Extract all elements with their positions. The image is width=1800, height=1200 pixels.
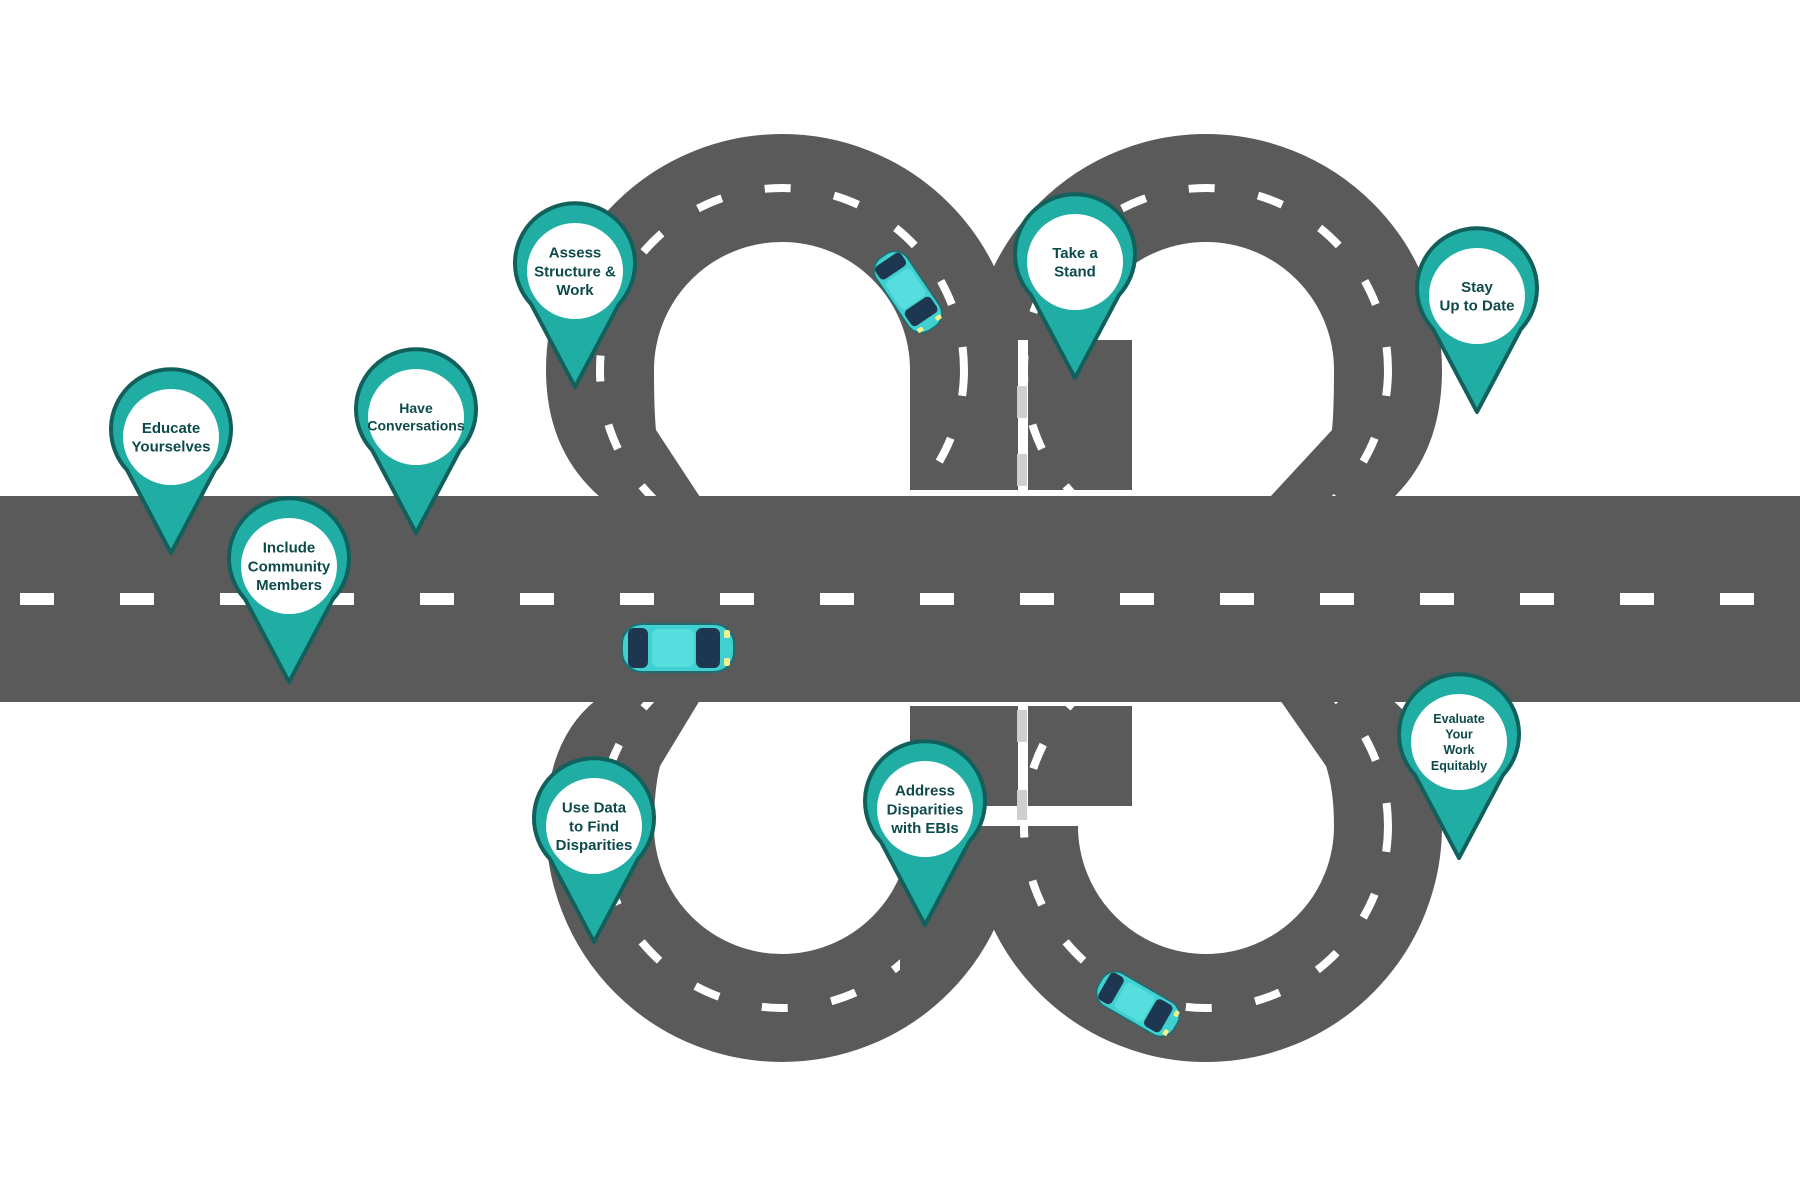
pin-label-line: Structure & xyxy=(534,263,616,280)
pin-label-line: Stand xyxy=(1054,264,1096,281)
pin-face xyxy=(1027,214,1123,310)
pin-label-line: to Find xyxy=(569,818,619,835)
pin-label-line: Your xyxy=(1445,728,1473,742)
pin-label-line: Evaluate xyxy=(1433,712,1484,726)
pin-label-line: Work xyxy=(556,282,594,299)
pin-face xyxy=(1411,694,1507,790)
pin-label-line: with EBIs xyxy=(890,820,959,837)
pin-label-line: Equitably xyxy=(1431,759,1487,773)
pin-label-line: Use Data xyxy=(562,800,627,817)
pin-label-line: Conversations xyxy=(367,418,464,434)
pin-label-line: Address xyxy=(895,783,955,800)
pin-label: Take a Stand xyxy=(1052,245,1098,281)
lower-right-loop-road xyxy=(1024,826,1388,1008)
pin-label-line: Include xyxy=(263,540,316,557)
upper-left-loop-road xyxy=(546,370,700,497)
pin-face xyxy=(1429,248,1525,344)
pin-label-line: Take a xyxy=(1052,245,1098,262)
pin-face xyxy=(123,389,219,485)
pin-label-line: Assess xyxy=(549,245,602,262)
pin-label-line: Have xyxy=(399,400,433,416)
pin-label-line: Educate xyxy=(142,420,200,437)
pin-label-line: Community xyxy=(248,558,331,575)
pin-label-line: Yourselves xyxy=(132,439,211,456)
pin-label-line: Up to Date xyxy=(1440,298,1515,315)
pin-label-line: Disparities xyxy=(556,837,633,854)
upper-right-loop-road xyxy=(1270,370,1442,497)
car-icon xyxy=(622,624,734,672)
car-main-road xyxy=(622,624,734,672)
pin-label-line: Members xyxy=(256,577,322,594)
pin-label-line: Work xyxy=(1443,743,1474,757)
pin-label-line: Stay xyxy=(1461,279,1493,296)
pin-label-line: Disparities xyxy=(887,801,964,818)
